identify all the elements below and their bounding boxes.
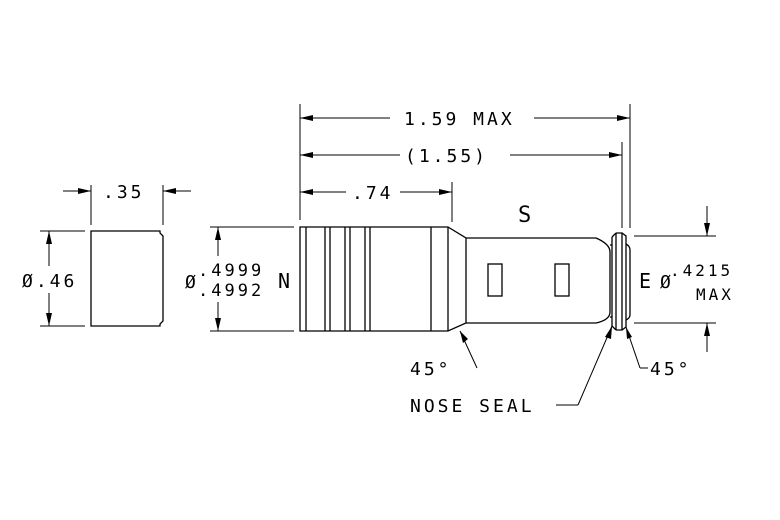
end-cap <box>90 230 164 327</box>
cap-length-label: .35 <box>103 182 145 203</box>
chamfer-left-callout: 45° <box>410 330 478 380</box>
connector-body <box>299 226 631 332</box>
window-right <box>554 263 570 297</box>
body-length-dimension: (1.55) <box>300 142 623 228</box>
label-n: N <box>278 269 293 293</box>
label-s: S <box>518 203 534 228</box>
nose-seal-label: NOSE SEAL <box>410 396 535 417</box>
n-diameter-dimension: Ø .4999 .4992 N <box>185 226 294 332</box>
cap-diameter-label: Ø.46 <box>22 271 77 292</box>
n-length-dimension: .74 <box>300 182 453 222</box>
chamfer-right-label: 45° <box>650 359 692 380</box>
n-diameter-lower: .4992 <box>198 281 264 301</box>
n-diameter-upper: .4999 <box>198 261 264 281</box>
n-length-label: .74 <box>352 183 394 204</box>
overall-length-label: 1.59 MAX <box>404 109 515 130</box>
chamfer-left-label: 45° <box>410 359 452 380</box>
e-diameter-max: MAX <box>696 285 734 304</box>
overall-length-dimension: 1.59 MAX <box>299 104 631 228</box>
n-diameter-prefix: Ø <box>185 272 199 293</box>
body-length-label: (1.55) <box>405 146 488 167</box>
e-diameter-value: .4215 <box>670 261 733 280</box>
window-left <box>487 263 503 297</box>
nose-seal-callout: NOSE SEAL <box>410 325 613 417</box>
label-e: E <box>639 269 654 293</box>
cap-diameter-dimension: Ø.46 <box>22 230 85 327</box>
e-diameter-dimension: E Ø .4215 MAX <box>634 206 734 352</box>
chamfer-right-callout: 45° <box>625 326 692 380</box>
e-diameter-prefix: Ø <box>660 272 674 293</box>
cap-length-dimension: .35 <box>63 182 191 225</box>
